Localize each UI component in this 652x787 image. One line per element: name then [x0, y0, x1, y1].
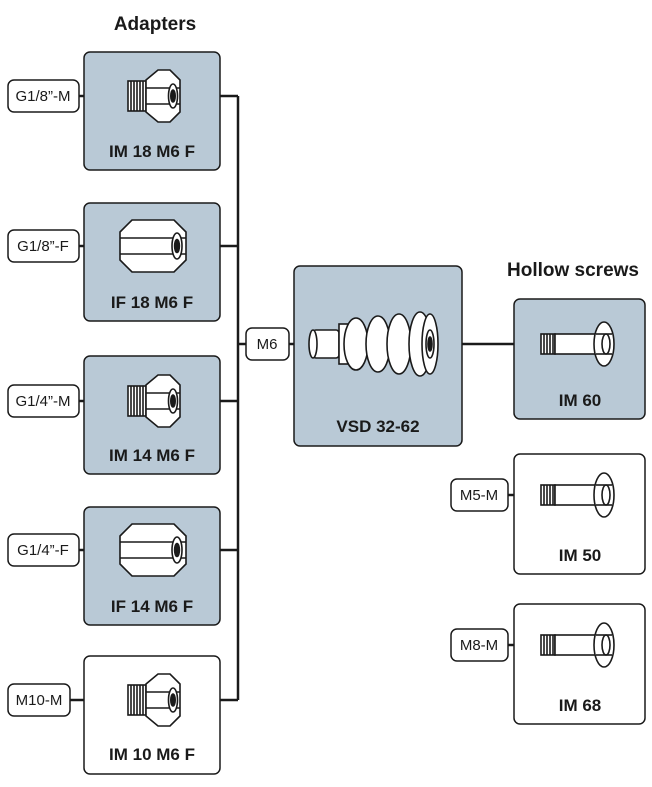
svg-text:G1/4”-M: G1/4”-M [15, 393, 70, 410]
svg-text:G1/8”-F: G1/8”-F [17, 238, 69, 255]
hex-nipple-male-icon [127, 374, 181, 428]
adapter-box-im18[interactable]: IM 18 M6 F [83, 51, 221, 171]
hollow-screw-box-im60[interactable]: IM 60 [513, 298, 646, 420]
port-tag: M5-M [450, 478, 509, 512]
hollow-screw-label: IM 60 [559, 391, 602, 410]
port-tag: M10-M [7, 683, 71, 717]
hollow-screw-label: IM 68 [559, 696, 602, 715]
port-tag: M8-M [450, 628, 509, 662]
hollow-screw-label: IM 50 [559, 546, 602, 565]
hollow-screw-icon [540, 472, 615, 518]
port-tag: G1/4”-F [7, 533, 80, 567]
adapter-box-if18[interactable]: IF 18 M6 F [83, 202, 221, 322]
hollow-screw-box-im50[interactable]: IM 50 [513, 453, 646, 575]
svg-text:M5-M: M5-M [460, 487, 498, 504]
center-port-tag: M6 [245, 327, 290, 361]
adapter-label: IM 14 M6 F [109, 446, 195, 465]
hollow-screw-icon [540, 321, 615, 367]
center-part-box[interactable]: VSD 32-62 [293, 265, 463, 447]
svg-text:M8-M: M8-M [460, 637, 498, 654]
adapter-box-im10[interactable]: IM 10 M6 F [83, 655, 221, 775]
hex-socket-female-icon [119, 523, 187, 577]
adapter-label: IM 10 M6 F [109, 745, 195, 764]
adapters-heading: Adapters [114, 14, 196, 35]
adapter-box-if14[interactable]: IF 14 M6 F [83, 506, 221, 626]
hollow-screws-heading: Hollow screws [507, 260, 639, 281]
hex-nipple-male-icon [127, 69, 181, 123]
adapter-label: IF 18 M6 F [111, 293, 193, 312]
adapter-label: IF 14 M6 F [111, 597, 193, 616]
hollow-screw-box-im68[interactable]: IM 68 [513, 603, 646, 725]
adapter-box-im14[interactable]: IM 14 M6 F [83, 355, 221, 475]
svg-text:M10-M: M10-M [16, 692, 63, 709]
port-tag: G1/8”-M [7, 79, 80, 113]
svg-text:G1/8”-M: G1/8”-M [15, 88, 70, 105]
port-tag: G1/4”-M [7, 384, 80, 418]
suction-cup-bellows-icon [308, 311, 439, 377]
center-part-label: VSD 32-62 [336, 417, 419, 436]
svg-text:M6: M6 [257, 336, 278, 353]
hollow-screw-icon [540, 622, 615, 668]
port-tag: G1/8”-F [7, 229, 80, 263]
hex-socket-female-icon [119, 219, 187, 273]
adapter-label: IM 18 M6 F [109, 142, 195, 161]
hex-nipple-male-icon [127, 673, 181, 727]
svg-text:G1/4”-F: G1/4”-F [17, 542, 69, 559]
